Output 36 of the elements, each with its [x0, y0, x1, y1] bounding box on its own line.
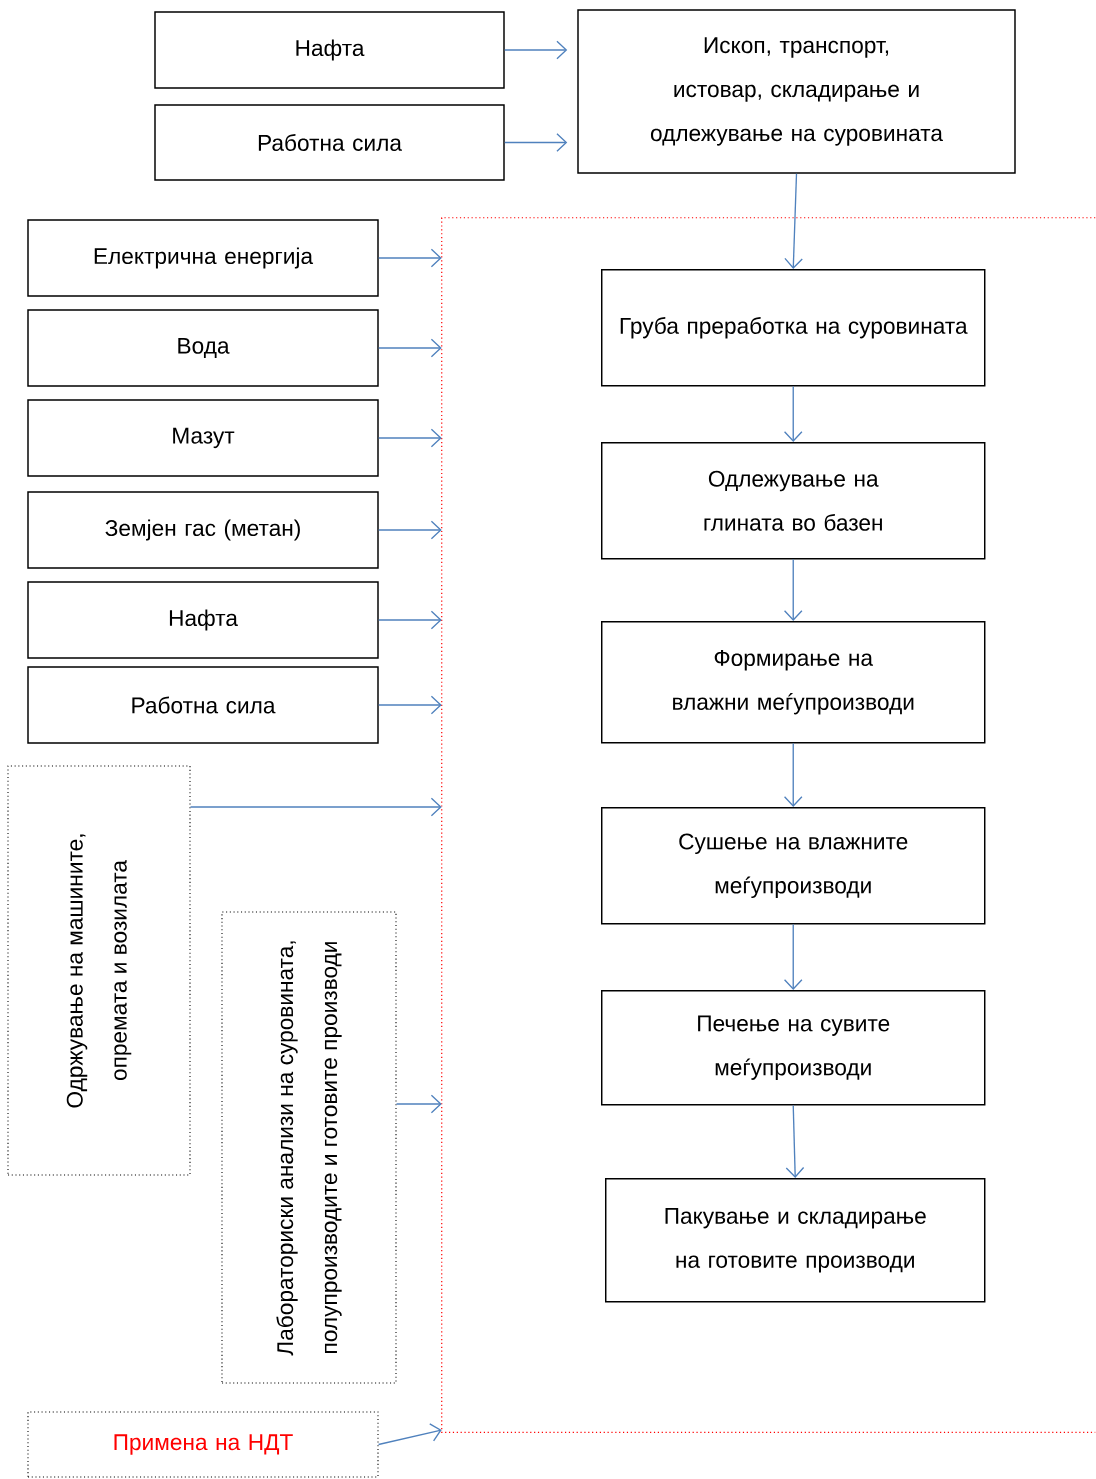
arrow	[784, 173, 803, 269]
arrow	[395, 1094, 442, 1114]
dotted-box: Одржување на машините, опремата и возилата	[7, 765, 191, 1176]
process-box: Електрична енергија	[27, 219, 379, 297]
arrow	[378, 428, 442, 448]
arrow	[378, 695, 442, 715]
process-box: Сушење на влажните меѓупроизводи	[601, 807, 986, 925]
arrow	[783, 558, 803, 621]
arrow	[504, 40, 568, 60]
process-box: Одлежување на глината во базен	[601, 442, 986, 560]
arrow	[504, 133, 568, 152]
arrow	[189, 797, 442, 817]
process-box: Земјен гас (метан)	[27, 491, 379, 569]
dotted-box: Лабораториски анализи на суровината, полупроизводите и готовите производи	[221, 911, 397, 1384]
arrow	[783, 923, 803, 990]
process-box: Работна сила	[154, 104, 505, 181]
arrow	[783, 742, 803, 807]
process-box: Вода	[27, 309, 379, 387]
dotted-region	[441, 217, 1096, 1433]
process-box: Печење на сувите меѓупроизводи	[601, 990, 986, 1106]
process-box: Пакување и складирање на готовите производи	[605, 1178, 986, 1303]
dotted-box: Примена на НДТ	[27, 1411, 379, 1478]
arrow	[378, 338, 442, 358]
process-box: Нафта	[27, 581, 379, 659]
process-box: Нафта	[154, 11, 505, 89]
arrow	[378, 248, 442, 268]
arrow	[783, 385, 803, 442]
process-box: Мазут	[27, 399, 379, 477]
arrow	[377, 1423, 442, 1446]
process-box: Формирање на влажни меѓупроизводи	[601, 621, 986, 744]
process-box: Ископ, транспорт, истовар, складирање и одлежување на суровината	[577, 9, 1016, 174]
arrow	[378, 610, 442, 630]
process-box: Работна сила	[27, 666, 379, 744]
process-box: Груба преработка на суровината	[601, 269, 986, 387]
arrow	[785, 1104, 805, 1178]
arrow	[378, 520, 442, 540]
